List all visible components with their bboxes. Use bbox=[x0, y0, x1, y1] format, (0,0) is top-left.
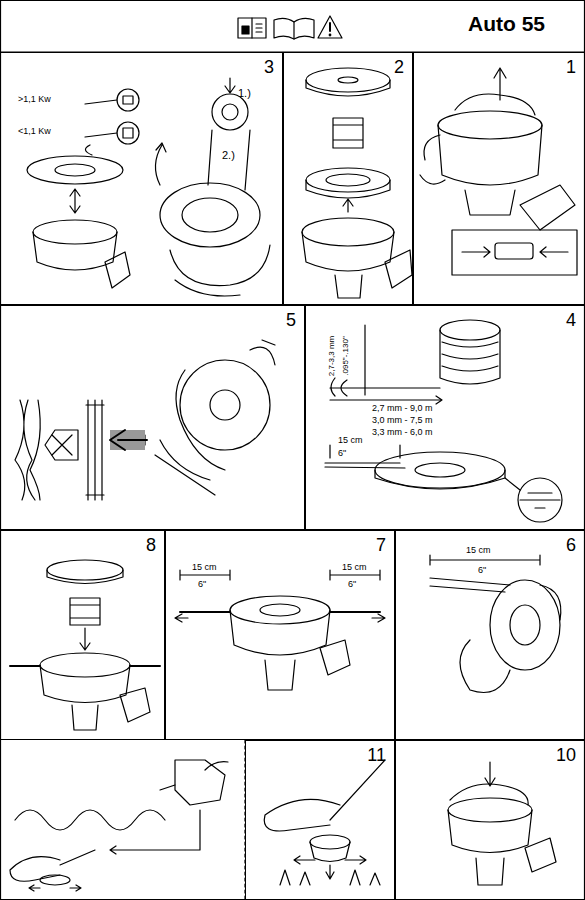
panel-5-art bbox=[15, 340, 275, 500]
panel-11-art bbox=[264, 760, 385, 885]
panel-8-art bbox=[10, 560, 160, 730]
step-number: 6 bbox=[566, 535, 576, 556]
step-number: 2 bbox=[394, 57, 404, 78]
dimension-label: 6" bbox=[198, 580, 206, 589]
dimension-label: .095"-.130" bbox=[342, 336, 350, 375]
step-number: 4 bbox=[566, 310, 576, 331]
dimension-label: 15 cm bbox=[466, 546, 491, 555]
step-number: 10 bbox=[556, 745, 576, 766]
header-icons bbox=[238, 16, 342, 39]
dimension-label: <1,1 Kw bbox=[18, 127, 51, 136]
sub-step-number: 1.) bbox=[238, 88, 251, 99]
dimension-label: 3,0 mm - 7,5 m bbox=[372, 416, 433, 425]
step-panel: 11 bbox=[245, 740, 395, 900]
step-panel: 5 bbox=[0, 305, 305, 530]
dimension-label: 6" bbox=[348, 580, 356, 589]
panel-4-art bbox=[325, 320, 562, 522]
step-panel: 10 bbox=[395, 740, 585, 900]
sheet-title: Auto 55 bbox=[468, 12, 545, 36]
step-panel: 8 bbox=[0, 530, 165, 740]
dimension-label: 2,7-3,3 mm bbox=[328, 336, 336, 376]
step-number: 8 bbox=[146, 535, 156, 556]
dimension-label: >1,1 Kw bbox=[18, 95, 51, 104]
panel-10-art bbox=[448, 762, 556, 885]
panel-1-art bbox=[420, 68, 577, 275]
step-number: 5 bbox=[286, 310, 296, 331]
step-number: 3 bbox=[264, 57, 274, 78]
sub-step-number: 2.) bbox=[222, 150, 235, 161]
step-panel: 2 bbox=[283, 52, 413, 305]
step-panel: 1 bbox=[413, 52, 585, 305]
dimension-label: 2,7 mm - 9,0 m bbox=[372, 404, 433, 413]
dimension-label: 15 cm bbox=[192, 563, 217, 572]
step-number: 1 bbox=[566, 57, 576, 78]
step-panel: 6 bbox=[395, 530, 585, 740]
dimension-label: 6" bbox=[478, 566, 486, 575]
panel-6-art bbox=[430, 555, 561, 693]
step-panel: 7 bbox=[165, 530, 395, 740]
step-number: 7 bbox=[376, 535, 386, 556]
panel-12-art bbox=[10, 740, 245, 900]
panel-3-art bbox=[27, 78, 270, 296]
dimension-label: 3,3 mm - 6,0 m bbox=[372, 428, 433, 437]
panel-2-art bbox=[302, 68, 412, 298]
panel-7-art bbox=[175, 570, 385, 690]
step-number: 11 bbox=[367, 745, 386, 766]
dimension-label: 6" bbox=[338, 449, 346, 458]
dimension-label: 15 cm bbox=[338, 436, 363, 445]
dimension-label: 15 cm bbox=[342, 563, 367, 572]
